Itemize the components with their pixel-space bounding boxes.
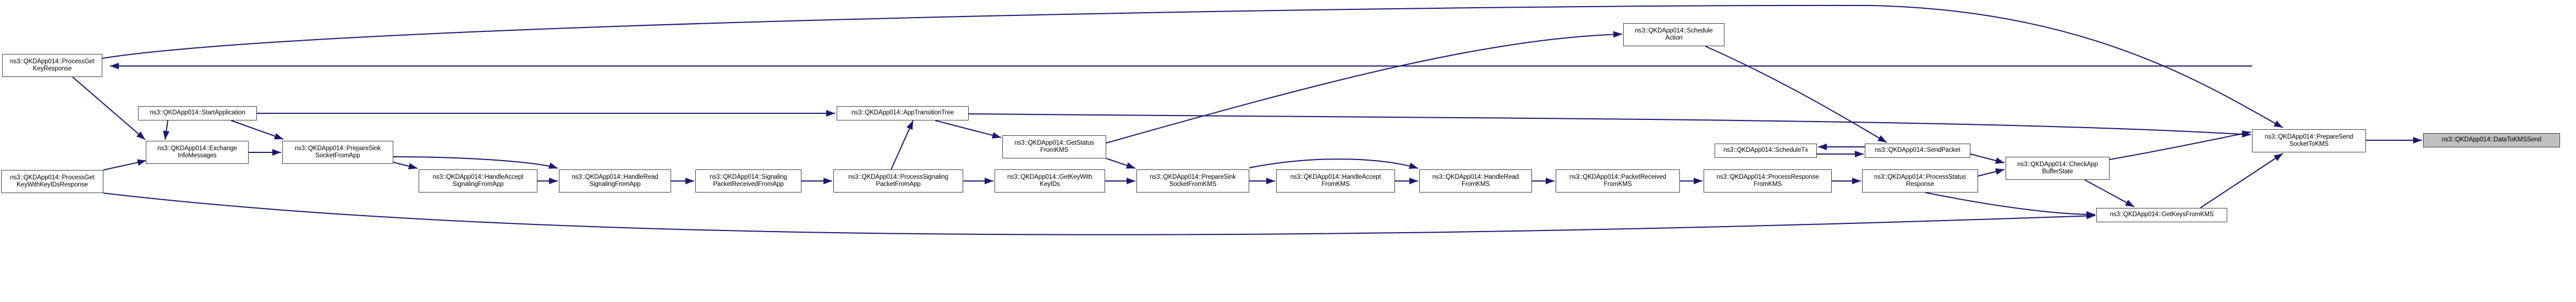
graph-node-process_status_response[interactable]: ns3::QKDApp014::ProcessStatus Response	[1862, 169, 1978, 193]
graph-node-schedule_tx[interactable]: ns3::QKDApp014::ScheduleTx	[1715, 144, 1817, 158]
graph-node-get_keys_from_kms[interactable]: ns3::QKDApp014::GetKeysFromKMS	[2096, 208, 2227, 222]
graph-node-label: ns3::QKDApp014::ProcessGet KeyWithKeyIDs…	[10, 174, 95, 189]
graph-node-label: ns3::QKDApp014::HandleAccept SignalingFr…	[432, 173, 524, 188]
graph-node-handle_accept_from_kms[interactable]: ns3::QKDApp014::HandleAccept FromKMS	[1276, 169, 1395, 193]
graph-edge-get_status_from_kms-to-prepare_sink_socket_from_kms	[1106, 158, 1136, 169]
graph-node-prepare_sink_socket_from_app[interactable]: ns3::QKDApp014::PrepareSink SocketFromAp…	[282, 141, 393, 164]
graph-edge-check_app_buffer_state-to-prepare_send_socket_to_kms	[2109, 130, 2251, 160]
graph-edge-process_get_key_with_key_ids_response-to-exchange_info_messages	[103, 159, 147, 171]
graph-edge-prepare_sink_socket_from_app-to-handle_accept_signaling_from_app	[393, 162, 418, 169]
graph-edge-process_status_response-to-check_app_buffer_state	[1978, 168, 2005, 177]
graph-node-label: ns3::QKDApp014::HandleAccept FromKMS	[1290, 173, 1381, 188]
graph-edge-process_signaling_packet_from_app-to-app_transition_tree	[891, 120, 914, 170]
graph-node-process_signaling_packet_from_app[interactable]: ns3::QKDApp014::ProcessSignaling PacketF…	[833, 169, 963, 193]
graph-node-process_response_from_kms[interactable]: ns3::QKDApp014::ProcessResponse FromKMS	[1704, 169, 1832, 193]
graph-node-handle_read_from_kms[interactable]: ns3::QKDApp014::HandleRead FromKMS	[1419, 169, 1532, 193]
graph-node-signaling_packet_received_from_app[interactable]: ns3::QKDApp014::Signaling PacketReceived…	[695, 169, 801, 193]
graph-node-label: ns3::QKDApp014::GetKeysFromKMS	[2110, 211, 2214, 218]
graph-edge-get_keys_from_kms-to-prepare_send_socket_to_kms	[2200, 153, 2283, 208]
graph-node-label: ns3::QKDApp014::GetKeyWith KeyIDs	[1007, 173, 1092, 188]
graph-node-prepare_sink_socket_from_kms[interactable]: ns3::QKDApp014::PrepareSink SocketFromKM…	[1136, 169, 1249, 193]
graph-node-get_status_from_kms[interactable]: ns3::QKDApp014::GetStatus FromKMS	[1002, 135, 1106, 158]
graph-node-label: ns3::QKDApp014::PrepareSink SocketFromAp…	[294, 145, 381, 160]
graph-node-data_to_kms_send[interactable]: ns3::QKDApp014::DataToKMSSend	[2423, 133, 2560, 147]
graph-edge-send_packet-to-check_app_buffer_state	[1970, 153, 2005, 164]
graph-node-label: ns3::QKDApp014::PrepareSend SocketToKMS	[2265, 133, 2353, 148]
graph-node-label: ns3::QKDApp014::AppTransitionTree	[851, 109, 954, 117]
graph-edge-start_application-to-prepare_sink_socket_from_app	[230, 120, 284, 140]
graph-edge-process_status_response-to-get_keys_from_kms	[1925, 192, 2096, 218]
graph-node-get_key_with_key_ids[interactable]: ns3::QKDApp014::GetKeyWith KeyIDs	[995, 169, 1105, 193]
graph-node-label: ns3::QKDApp014::HandleRead SignalingFrom…	[572, 173, 658, 188]
graph-node-label: ns3::QKDApp014::Signaling PacketReceived…	[710, 173, 787, 188]
graph-node-handle_read_signaling_from_app[interactable]: ns3::QKDApp014::HandleRead SignalingFrom…	[559, 169, 671, 193]
graph-edge-prepare_sink_socket_from_kms-to-handle_read_from_kms	[1249, 158, 1419, 169]
graph-edge-get_status_from_kms-to-schedule_action	[1106, 31, 1623, 144]
graph-node-label: ns3::QKDApp014::PrepareSink SocketFromKM…	[1150, 173, 1236, 188]
graph-node-handle_accept_signaling_from_app[interactable]: ns3::QKDApp014::HandleAccept SignalingFr…	[419, 169, 537, 193]
graph-edge-prepare_sink_socket_from_app-to-handle_read_signaling_from_app	[393, 156, 558, 169]
graph-node-label: ns3::QKDApp014::CheckApp BufferState	[2017, 161, 2098, 175]
graph-edge-process_get_key_with_key_ids_response-to-get_keys_from_kms	[103, 193, 2096, 235]
graph-node-label: ns3::QKDApp014::Exchange InfoMessages	[157, 145, 237, 160]
graph-node-label: ns3::QKDApp014::ScheduleTx	[1723, 147, 1809, 154]
graph-node-label: ns3::QKDApp014::Schedule Action	[1635, 27, 1713, 42]
graph-node-prepare_send_socket_to_kms[interactable]: ns3::QKDApp014::PrepareSend SocketToKMS	[2252, 129, 2366, 152]
graph-edge-process_get_key_response-to-prepare_send_socket_to_kms	[102, 4, 2283, 128]
graph-node-label: ns3::QKDApp014::ProcessSignaling PacketF…	[848, 173, 948, 188]
graph-node-schedule_action[interactable]: ns3::QKDApp014::Schedule Action	[1623, 23, 1724, 46]
graph-edge-schedule_action-to-send_packet	[1705, 46, 1887, 143]
graph-node-label: ns3::QKDApp014::HandleRead FromKMS	[1432, 173, 1519, 188]
graph-node-label: ns3::QKDApp014::PacketReceived FromKMS	[1569, 173, 1666, 188]
graph-node-process_get_key_with_key_ids_response[interactable]: ns3::QKDApp014::ProcessGet KeyWithKeyIDs…	[1, 170, 103, 193]
graph-node-check_app_buffer_state[interactable]: ns3::QKDApp014::CheckApp BufferState	[2006, 157, 2110, 180]
graph-node-app_transition_tree[interactable]: ns3::QKDApp014::AppTransitionTree	[837, 106, 969, 120]
graph-edge-process_get_key_response-to-exchange_info_messages	[72, 76, 146, 140]
graph-edge-start_application-to-exchange_info_messages	[163, 120, 170, 140]
graph-edge-check_app_buffer_state-to-get_keys_from_kms	[2084, 179, 2135, 207]
graph-edge-app_transition_tree-to-get_status_from_kms	[935, 120, 1002, 139]
graph-node-label: ns3::QKDApp014::ProcessGet KeyResponse	[10, 58, 95, 73]
graph-node-label: ns3::QKDApp014::SendPacket	[1875, 147, 1960, 154]
graph-node-label: ns3::QKDApp014::StartApplication	[150, 109, 245, 117]
graph-node-label: ns3::QKDApp014::GetStatus FromKMS	[1014, 139, 1094, 154]
graph-node-send_packet[interactable]: ns3::QKDApp014::SendPacket	[1865, 144, 1970, 158]
graph-node-exchange_info_messages[interactable]: ns3::QKDApp014::Exchange InfoMessages	[146, 141, 249, 164]
graph-node-process_get_key_response[interactable]: ns3::QKDApp014::ProcessGet KeyResponse	[2, 54, 102, 77]
graph-node-label: ns3::QKDApp014::ProcessStatus Response	[1874, 173, 1967, 188]
graph-node-start_application[interactable]: ns3::QKDApp014::StartApplication	[138, 106, 257, 120]
graph-node-label: ns3::QKDApp014::DataToKMSSend	[2441, 136, 2542, 144]
graph-node-packet_received_from_kms[interactable]: ns3::QKDApp014::PacketReceived FromKMS	[1556, 169, 1680, 193]
graph-edge-app_transition_tree-to-prepare_send_socket_to_kms	[968, 113, 2251, 138]
graph-node-label: ns3::QKDApp014::ProcessResponse FromKMS	[1716, 173, 1819, 188]
